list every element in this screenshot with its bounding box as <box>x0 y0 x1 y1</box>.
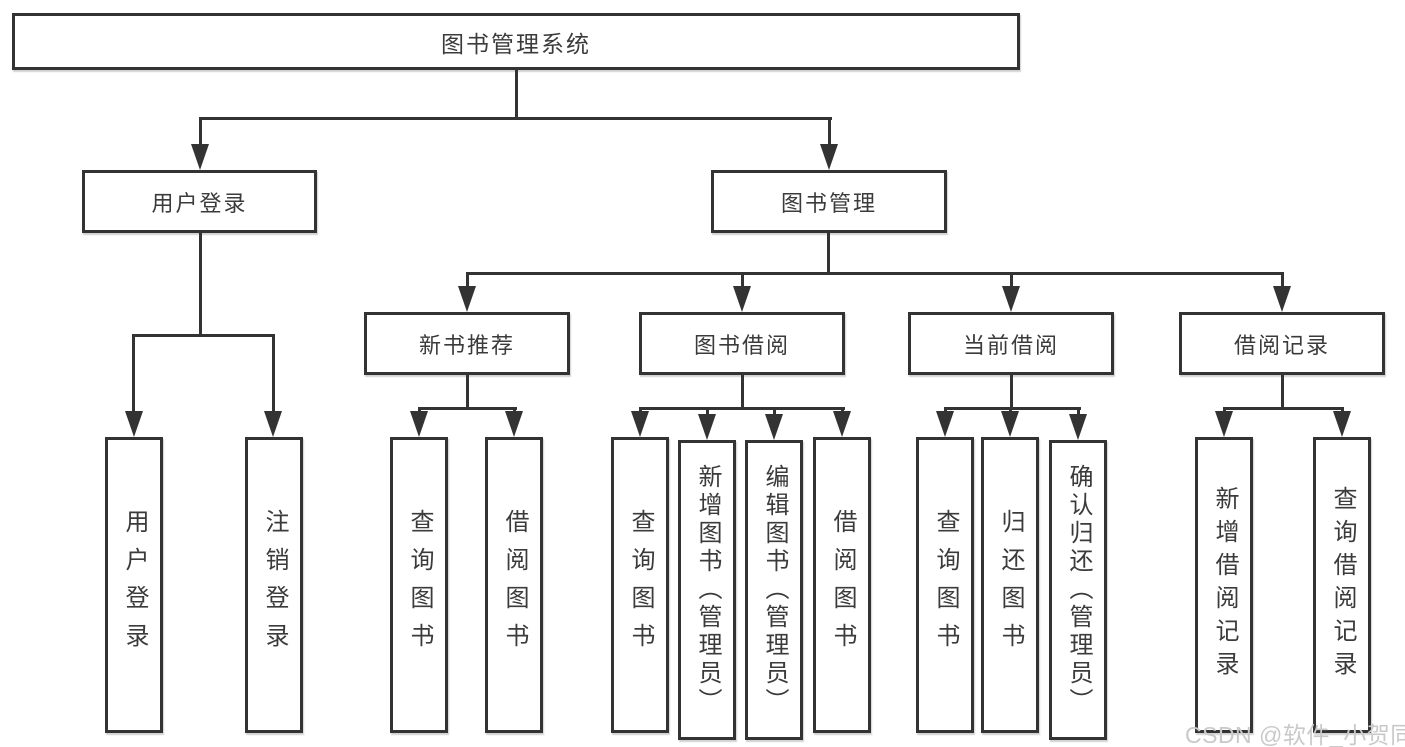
edge-level3-hbar <box>466 272 1284 275</box>
arrowhead-leaf-logout <box>264 411 282 437</box>
edge-root-trunk <box>515 70 518 119</box>
arrowhead-borrow-records <box>1273 286 1291 312</box>
node-book-borrow: 图书借阅 <box>639 312 845 375</box>
arrowhead-new-book <box>458 286 476 312</box>
edge-book-borrow-hbar <box>639 407 845 410</box>
leaf-query-books-2-label: 查询图书 <box>627 509 654 661</box>
arrowhead-current-borrow <box>1002 286 1020 312</box>
leaf-logout-label: 注销登录 <box>261 509 288 661</box>
node-user-login: 用户登录 <box>82 170 317 233</box>
leaf-query-books-2: 查询图书 <box>611 437 669 733</box>
arrowhead-leaf-borrow-books-2 <box>833 411 851 437</box>
leaf-add-borrow-record: 新增借阅记录 <box>1195 437 1253 733</box>
edge-level2-hbar <box>199 117 832 120</box>
edge-drop-leaf-user-login <box>132 334 135 413</box>
leaf-edit-book-admin-label: 编辑图书（管理员） <box>761 464 788 716</box>
arrowhead-leaf-user-login <box>125 411 143 437</box>
leaf-edit-book-admin: 编辑图书（管理员） <box>745 440 803 740</box>
edge-user-login-stem <box>199 233 202 336</box>
leaf-confirm-return-admin: 确认归还（管理员） <box>1049 440 1107 740</box>
edge-borrow-records-hbar <box>1223 407 1344 410</box>
leaf-query-books-3-label: 查询图书 <box>932 509 959 661</box>
node-current-borrow-label: 当前借阅 <box>962 332 1059 358</box>
leaf-borrow-books-2: 借阅图书 <box>813 437 871 733</box>
edge-drop-c3 <box>773 407 776 418</box>
leaf-query-borrow-record-label: 查询借阅记录 <box>1329 486 1356 684</box>
edge-current-borrow-stem <box>1010 375 1013 409</box>
leaf-user-login: 用户登录 <box>105 437 163 733</box>
node-user-login-label: 用户登录 <box>151 190 248 216</box>
arrowhead-leaf-borrow-books-1 <box>505 411 523 437</box>
leaf-query-books-1-label: 查询图书 <box>406 509 433 661</box>
edge-drop-d3 <box>1077 407 1080 418</box>
edge-user-login-hbar <box>132 334 275 337</box>
leaf-add-book-admin: 新增图书（管理员） <box>678 440 736 740</box>
arrowhead-leaf-edit-book <box>765 414 783 440</box>
node-book-management: 图书管理 <box>711 170 947 233</box>
leaf-borrow-books-1: 借阅图书 <box>485 437 543 733</box>
arrowhead-leaf-query-books-2 <box>631 411 649 437</box>
leaf-logout: 注销登录 <box>245 437 303 733</box>
arrowhead-leaf-return-book <box>1001 411 1019 437</box>
arrowhead-leaf-query-books-1 <box>410 411 428 437</box>
arrowhead-book-borrow <box>733 286 751 312</box>
arrowhead-leaf-confirm-return <box>1069 414 1087 440</box>
node-library-management-system: 图书管理系统 <box>12 13 1020 70</box>
node-book-borrow-label: 图书借阅 <box>693 332 790 358</box>
arrowhead-leaf-add-book <box>698 414 716 440</box>
edge-drop-c2 <box>706 407 709 418</box>
edge-new-book-stem <box>466 375 469 409</box>
edge-drop-book-management <box>828 117 831 148</box>
node-library-management-system-label: 图书管理系统 <box>441 30 591 57</box>
arrowhead-leaf-query-books-3 <box>936 411 954 437</box>
edge-drop-user-login <box>199 117 202 148</box>
node-book-management-label: 图书管理 <box>780 190 877 216</box>
leaf-return-book: 归还图书 <box>981 437 1039 733</box>
node-current-borrow: 当前借阅 <box>908 312 1114 375</box>
leaf-add-borrow-record-label: 新增借阅记录 <box>1211 486 1238 684</box>
edge-drop-leaf-logout <box>272 334 275 413</box>
edge-book-borrow-stem <box>741 375 744 409</box>
node-borrow-records-label: 借阅记录 <box>1233 332 1330 358</box>
edge-current-borrow-hbar <box>944 407 1081 410</box>
leaf-query-books-3: 查询图书 <box>916 437 974 733</box>
edge-borrow-records-stem <box>1281 375 1284 409</box>
edge-drop-book-borrow <box>741 272 744 290</box>
node-borrow-records: 借阅记录 <box>1179 312 1385 375</box>
edge-drop-new-book <box>466 272 469 290</box>
edge-new-book-hbar <box>418 407 517 410</box>
arrowhead-book-management <box>820 144 838 170</box>
leaf-add-book-admin-label: 新增图书（管理员） <box>694 464 721 716</box>
leaf-confirm-return-admin-label: 确认归还（管理员） <box>1065 464 1092 716</box>
leaf-query-borrow-record: 查询借阅记录 <box>1313 437 1371 733</box>
edge-drop-current-borrow <box>1010 272 1013 290</box>
arrowhead-leaf-query-borrow-record <box>1333 411 1351 437</box>
edge-drop-borrow-records <box>1281 272 1284 290</box>
arrowhead-user-login <box>191 144 209 170</box>
leaf-user-login-label: 用户登录 <box>121 509 148 661</box>
edge-book-management-stem <box>827 233 830 274</box>
csdn-watermark: CSDN @软件_小贺同学 <box>1185 722 1405 747</box>
leaf-return-book-label: 归还图书 <box>997 509 1024 661</box>
leaf-borrow-books-1-label: 借阅图书 <box>501 509 528 661</box>
leaf-borrow-books-2-label: 借阅图书 <box>829 509 856 661</box>
arrowhead-leaf-add-borrow-record <box>1215 411 1233 437</box>
leaf-query-books-1: 查询图书 <box>390 437 448 733</box>
node-new-book-recommend: 新书推荐 <box>364 312 570 375</box>
node-new-book-recommend-label: 新书推荐 <box>418 332 515 358</box>
